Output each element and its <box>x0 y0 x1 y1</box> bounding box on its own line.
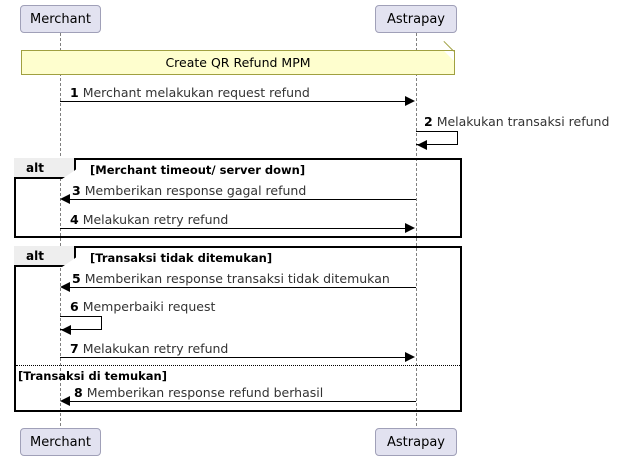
message-6-number: 6 <box>70 299 79 314</box>
fragment-alt-1-condition: [Merchant timeout/ server down] <box>90 163 306 177</box>
message-3-line <box>70 199 416 200</box>
message-2-label: 2 Melakukan transaksi refund <box>424 114 609 129</box>
message-3-arrowhead <box>60 194 70 204</box>
message-7-line <box>60 357 406 358</box>
message-6-self-loop <box>60 316 102 330</box>
message-6-arrowhead <box>61 325 71 335</box>
fragment-alt-1 <box>14 158 462 238</box>
fragment-alt-2 <box>14 246 462 412</box>
message-2-text: Melakukan transaksi refund <box>436 114 610 129</box>
note-create-qr-refund-mpm: Create QR Refund MPM <box>21 40 455 75</box>
message-8-number: 8 <box>74 385 83 400</box>
fragment-alt-2-else-divider <box>16 365 460 366</box>
fragment-alt-2-condition-2: [Transaksi di temukan] <box>18 369 167 383</box>
message-4-arrowhead <box>405 223 415 233</box>
message-7-label: 7 Melakukan retry refund <box>70 341 228 356</box>
lifeline-astrapay <box>416 33 417 426</box>
message-2-number: 2 <box>424 114 433 129</box>
message-2-self-loop <box>416 131 458 145</box>
message-4-number: 4 <box>70 212 79 227</box>
message-1-arrowhead <box>405 96 415 106</box>
message-5-number: 5 <box>72 271 81 286</box>
participant-merchant-bottom-label: Merchant <box>30 434 91 450</box>
note-fold-corner <box>444 51 454 61</box>
participant-astrapay-top-label: Astrapay <box>387 11 445 27</box>
message-8-arrowhead <box>60 396 70 406</box>
message-1-number: 1 <box>70 85 79 100</box>
fragment-alt-2-operator-label: alt <box>26 248 44 263</box>
message-5-label: 5 Memberikan response transaksi tidak di… <box>72 271 390 286</box>
message-3-label: 3 Memberikan response gagal refund <box>72 183 306 198</box>
participant-merchant-bottom[interactable]: Merchant <box>20 428 101 456</box>
message-5-arrowhead <box>60 282 70 292</box>
message-4-line <box>60 228 406 229</box>
participant-merchant-top[interactable]: Merchant <box>20 5 101 33</box>
message-6-text: Memperbaiki request <box>82 299 216 314</box>
message-2-arrowhead <box>417 140 427 150</box>
fragment-alt-2-condition-1: [Transaksi tidak ditemukan] <box>90 251 273 265</box>
message-8-line <box>70 401 416 402</box>
fragment-alt-1-operator-tab: alt <box>14 158 76 179</box>
fragment-alt-1-operator-label: alt <box>26 160 44 175</box>
participant-astrapay-bottom[interactable]: Astrapay <box>375 428 457 456</box>
message-1-text: Merchant melakukan request refund <box>82 85 310 100</box>
participant-astrapay-bottom-label: Astrapay <box>387 434 445 450</box>
message-3-text: Memberikan response gagal refund <box>84 183 307 198</box>
message-7-number: 7 <box>70 341 79 356</box>
lifeline-merchant <box>60 33 61 426</box>
message-1-line <box>60 101 406 102</box>
fragment-alt-2-operator-tab: alt <box>14 246 76 267</box>
message-8-text: Memberikan response refund berhasil <box>86 385 324 400</box>
message-7-text: Melakukan retry refund <box>82 341 229 356</box>
note-label: Create QR Refund MPM <box>165 55 311 70</box>
message-8-label: 8 Memberikan response refund berhasil <box>74 385 323 400</box>
message-6-label: 6 Memperbaiki request <box>70 299 215 314</box>
message-5-text: Memberikan response transaksi tidak dite… <box>84 271 390 286</box>
message-7-arrowhead <box>405 352 415 362</box>
message-4-label: 4 Melakukan retry refund <box>70 212 228 227</box>
message-4-text: Melakukan retry refund <box>82 212 229 227</box>
message-3-number: 3 <box>72 183 81 198</box>
participant-astrapay-top[interactable]: Astrapay <box>375 5 457 33</box>
message-1-label: 1 Merchant melakukan request refund <box>70 85 310 100</box>
participant-merchant-top-label: Merchant <box>30 11 91 27</box>
message-5-line <box>70 287 416 288</box>
